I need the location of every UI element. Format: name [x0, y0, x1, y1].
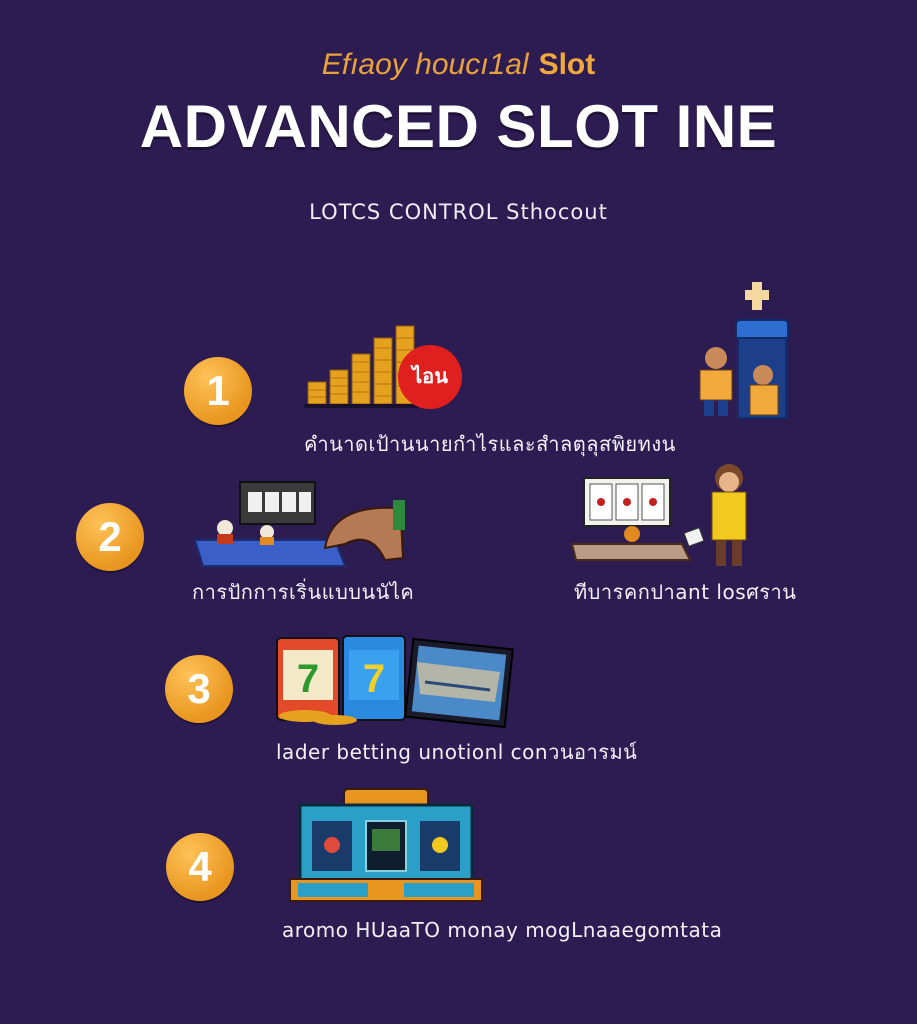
step-2-caption-right: ทีบารคกปาant losศราน [574, 580, 797, 604]
step-4-badge: 4 [166, 833, 234, 901]
red-badge: ไอน [398, 345, 462, 409]
page-subtitle: LOTCS CONTROL Sthocout [309, 200, 608, 224]
kicker-right: Slot [538, 48, 596, 81]
step-3-badge: 3 [165, 655, 233, 723]
slot-table-hand-icon [193, 481, 405, 567]
slot-machine-icon [289, 788, 483, 902]
step-4-caption: aromo HUaaTO monay mogLnaaegomtata [282, 918, 723, 942]
page-title: ADVANCED SLOT INE [139, 93, 778, 160]
step-2-caption-left: การปักการเริ่นแบบนนัไค [192, 580, 415, 604]
step-3-caption: lader betting unotionl conวนอารมน์ [276, 740, 638, 764]
people-and-machine-icon [699, 282, 789, 419]
svg-text:7: 7 [363, 657, 385, 701]
step-2-badge: 2 [76, 503, 144, 571]
slot-cards-icon: 7 7 [276, 635, 514, 729]
dealer-table-icon [570, 464, 747, 566]
svg-text:7: 7 [297, 657, 319, 701]
kicker-left: Efıaoy houcı1al [321, 48, 529, 81]
kicker-line: Efıaoy houcı1al Slot [0, 48, 917, 82]
step-1-caption: คำนาดเป้านนายกำไรและสำลตุลุสพิยทงน [304, 432, 676, 456]
step-1-badge: 1 [184, 357, 252, 425]
